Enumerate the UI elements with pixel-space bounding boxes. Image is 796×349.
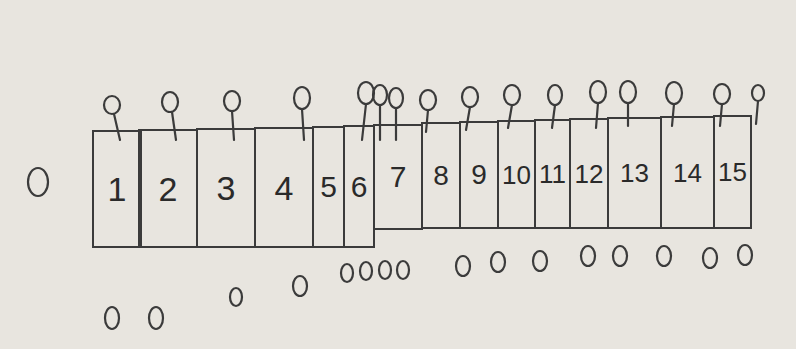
numbered-box: 14 [660,116,715,229]
box-number: 15 [718,159,747,185]
box-number: 13 [620,160,649,186]
box-number: 10 [502,162,531,188]
numbered-box: 2 [138,129,198,248]
box-number: 2 [159,172,178,206]
box-number: 3 [217,171,236,205]
box-number: 11 [539,161,566,187]
numbered-box: 4 [254,127,314,248]
numbered-box: 12 [569,118,609,229]
box-number: 12 [575,161,604,187]
numbered-box: 8 [421,122,461,229]
box-number: 8 [433,162,449,190]
numbered-box: 10 [497,120,536,229]
box-number: 5 [320,172,337,202]
numbered-box: 5 [312,126,345,248]
box-number: 14 [673,160,702,186]
numbered-box: 15 [713,115,752,229]
numbered-box: 7 [373,124,423,230]
numbered-box: 3 [196,128,256,248]
numbered-box: 9 [459,121,499,229]
numbered-box: 1 [92,130,142,248]
box-number: 6 [351,172,368,202]
box-number: 4 [275,171,294,205]
box-number: 9 [471,161,487,189]
box-number: 1 [108,172,127,206]
numbered-box: 6 [343,125,375,248]
numbered-box: 11 [534,119,571,229]
numbered-box: 13 [607,117,662,229]
box-number: 7 [390,162,407,192]
